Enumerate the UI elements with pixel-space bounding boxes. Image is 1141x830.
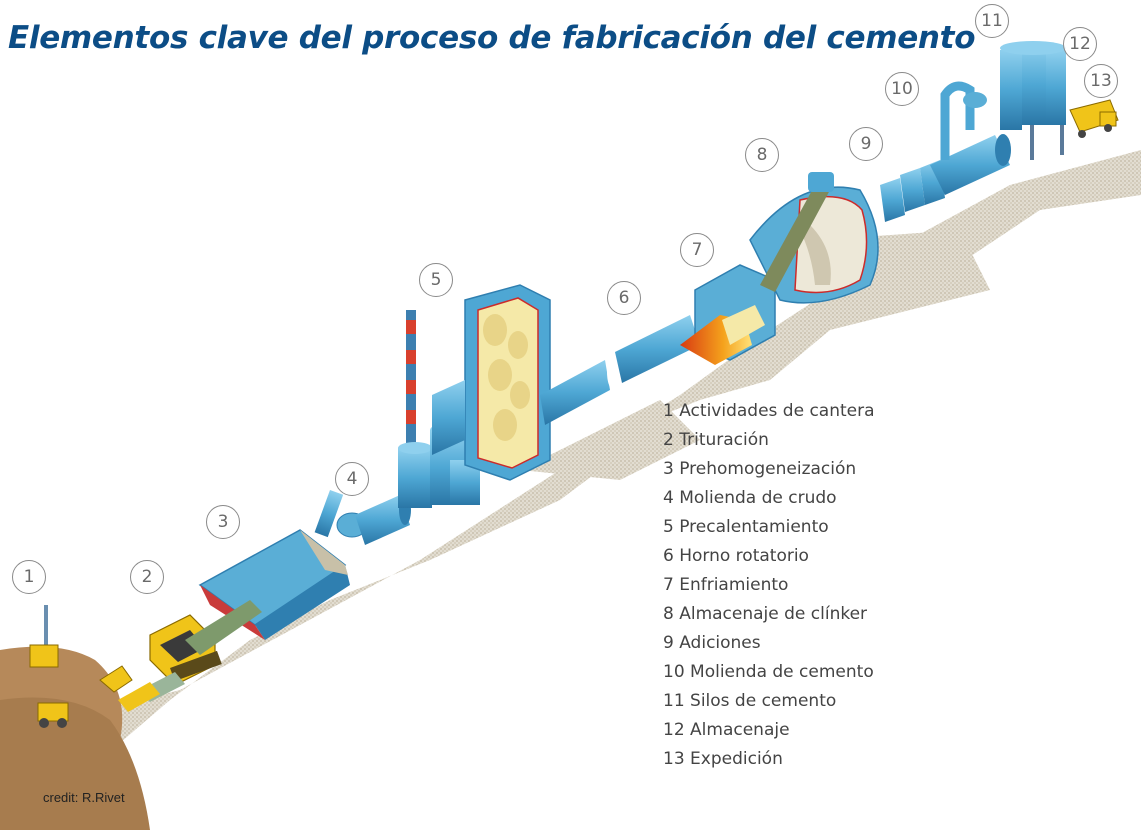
rotary-kiln [540,315,700,425]
legend-item: 10 Molienda de cemento [663,662,874,682]
image-credit: credit: R.Rivet [43,790,125,805]
legend-item: 3 Prehomogeneización [663,459,857,479]
step-marker-9: 9 [849,127,883,161]
stack-and-silos [398,310,480,508]
step-marker-11: 11 [975,4,1009,38]
clinker-cooler [680,264,776,365]
legend-item: 9 Adiciones [663,633,761,653]
legend-item: 8 Almacenaje de clínker [663,604,868,624]
legend-item: 13 Expedición [663,749,783,769]
step-marker-1: 1 [12,560,46,594]
legend-item: 1 Actividades de cantera [663,401,875,421]
step-marker-4: 4 [335,462,369,496]
legend-item: 12 Almacenaje [663,720,790,740]
legend-item: 4 Molienda de crudo [663,488,837,508]
raw-mill [314,490,411,545]
ground-shadow [0,150,1141,830]
quarry [0,605,150,830]
step-marker-10: 10 [885,72,919,106]
step-marker-3: 3 [206,505,240,539]
preheater-tower [432,284,551,481]
diagram-title: Elementos clave del proceso de fabricaci… [8,20,976,56]
step-marker-7: 7 [680,233,714,267]
clinker-storage [749,172,879,304]
legend-item: 6 Horno rotatorio [663,546,809,566]
step-marker-8: 8 [745,138,779,172]
step-marker-12: 12 [1063,27,1097,61]
legend-item: 11 Silos de cemento [663,691,837,711]
step-marker-13: 13 [1084,64,1118,98]
legend-item: 2 Trituración [663,430,769,450]
cement-mill [930,81,1011,195]
prehomogenization-shed [185,529,350,655]
step-marker-6: 6 [607,281,641,315]
legend-item: 5 Precalentamiento [663,517,829,537]
process-legend: 1 Actividades de cantera 2 Trituración 3… [663,397,875,774]
cement-silos [1000,41,1066,160]
step-marker-5: 5 [419,263,453,297]
legend-item: 7 Enfriamiento [663,575,789,595]
dispatch-truck [1069,99,1119,138]
step-marker-2: 2 [130,560,164,594]
